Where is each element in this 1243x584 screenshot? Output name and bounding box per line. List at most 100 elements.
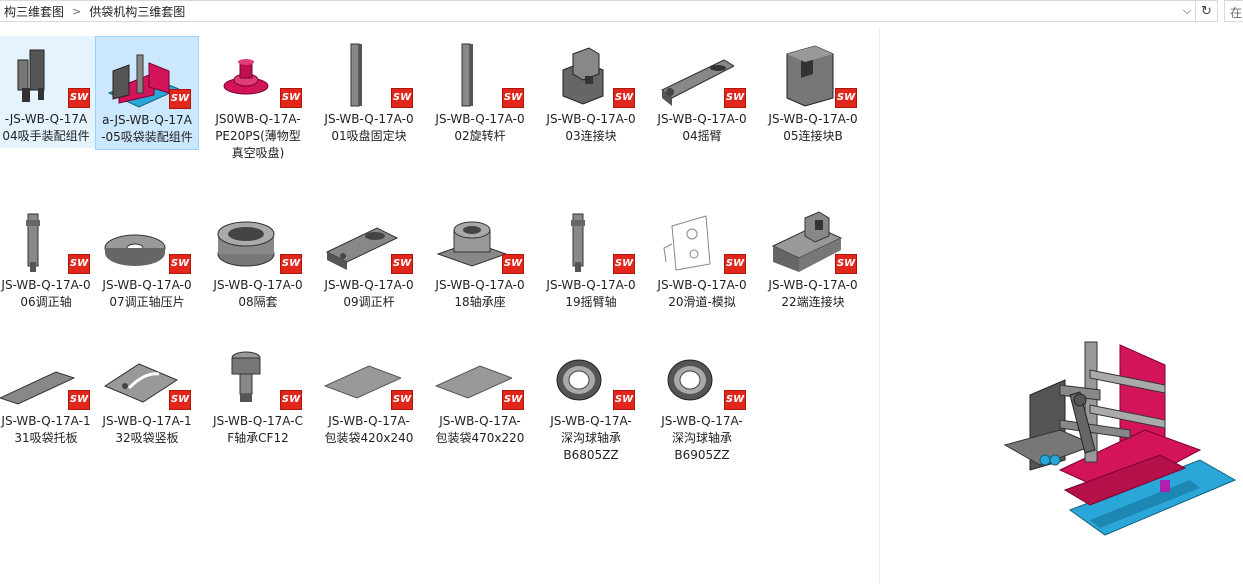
file-item[interactable]: SW JS-WB-Q-17A-0 08隔套 [206,202,310,314]
solidworks-badge-icon: SW [724,390,746,410]
solidworks-badge-icon: SW [68,390,90,410]
solidworks-badge-icon: SW [724,254,746,274]
file-name: JS-WB-Q-17A-0 03连接块 [546,112,636,143]
address-path[interactable]: 构三维套图 > 供袋机构三维套图 [0,0,1196,22]
file-thumbnail: SW [99,342,195,412]
file-thumbnail: SW [99,206,195,276]
file-name: JS-WB-Q-17A-0 19摇臂轴 [546,278,636,309]
block-b-icon [786,45,834,107]
file-item[interactable]: SW JS-WB-Q-17A-C F轴承CF12 [206,338,310,450]
solidworks-badge-icon: SW [169,254,191,274]
file-thumbnail: SW [321,40,417,110]
file-thumbnail: SW [543,342,639,412]
solidworks-badge-icon: SW [391,88,413,108]
file-thumbnail: SW [654,40,750,110]
solidworks-badge-icon: SW [68,88,90,108]
file-name: JS-WB-Q-17A-0 02旋转杆 [435,112,525,143]
file-thumbnail: SW [321,206,417,276]
file-thumbnail: SW [99,41,195,111]
plate-slot-icon [103,363,179,403]
file-name: JS-WB-Q-17A-0 18轴承座 [435,278,525,309]
bag-icon [323,365,401,399]
solidworks-badge-icon: SW [502,254,524,274]
file-thumbnail: SW [432,40,528,110]
rocker-arm-icon [661,59,734,106]
solidworks-badge-icon: SW [391,254,413,274]
suction-hand-assembly-icon [17,49,45,102]
file-item[interactable]: SW JS-WB-Q-17A- 深沟球轴承 B6905ZZ [650,338,754,467]
file-thumbnail: SW [321,342,417,412]
cam-follower-icon [231,351,261,402]
preview-divider [879,28,880,584]
file-name: JS-WB-Q-17A-0 08隔套 [213,278,303,309]
solidworks-badge-icon: SW [502,88,524,108]
refresh-icon[interactable]: ↻ [1196,0,1218,22]
file-name: JS0WB-Q-17A- PE20PS(薄物型 真空吸盘) [215,112,301,160]
file-thumbnail: SW [0,206,94,276]
breadcrumb-separator-icon[interactable]: > [72,4,82,18]
file-name: JS-WB-Q-17A-0 05连接块B [768,112,858,143]
file-name: JS-WB-Q-17A-0 06调正轴 [1,278,91,309]
solidworks-badge-icon: SW [280,390,302,410]
file-item[interactable]: SW JS-WB-Q-17A-0 05连接块B [761,36,865,148]
solidworks-badge-icon: SW [613,390,635,410]
file-name: JS-WB-Q-17A-0 22端连接块 [768,278,858,309]
file-item[interactable]: SW JS-WB-Q-17A- 包装袋420x240 [317,338,421,450]
file-name: JS-WB-Q-17A-0 07调正轴压片 [102,278,192,309]
file-thumbnail: SW [432,342,528,412]
assembly-preview-image [1003,341,1237,536]
bag-icon [434,365,512,399]
solidworks-badge-icon: SW [502,390,524,410]
file-name: JS-WB-Q-17A- 深沟球轴承 B6905ZZ [661,414,743,462]
address-bar: 构三维套图 > 供袋机构三维套图 ⌵ ↻ 在 [0,0,1243,22]
file-name: JS-WB-Q-17A-C F轴承CF12 [213,414,303,445]
breadcrumb-current[interactable]: 供袋机构三维套图 [89,4,186,19]
file-name: JS-WB-Q-17A-0 09调正杆 [324,278,414,309]
file-item[interactable]: SW JS-WB-Q-17A- 深沟球轴承 B6805ZZ [539,338,643,467]
file-thumbnail: SW [765,40,861,110]
file-item[interactable]: SW JS-WB-Q-17A-0 02旋转杆 [428,36,532,148]
file-item[interactable]: SW JS-WB-Q-17A-0 22端连接块 [761,202,865,314]
file-thumbnail: SW [654,342,750,412]
breadcrumb-parent[interactable]: 构三维套图 [4,4,65,19]
file-thumbnail: SW [0,40,94,110]
file-thumbnail: SW [432,206,528,276]
file-item[interactable]: SW JS-WB-Q-17A-0 18轴承座 [428,202,532,314]
spacer-icon [217,221,275,267]
block-icon [562,47,604,105]
chevron-down-icon[interactable]: ⌵ [1182,4,1192,17]
file-name: JS-WB-Q-17A-1 32吸袋竖板 [102,414,192,445]
file-name: JS-WB-Q-17A- 深沟球轴承 B6805ZZ [550,414,632,462]
file-name: JS-WB-Q-17A- 包装袋420x240 [324,414,414,445]
solidworks-badge-icon: SW [835,88,857,108]
file-name: a-JS-WB-Q-17A -05吸袋装配组件 [101,113,193,144]
file-thumbnail: SW [543,206,639,276]
file-item[interactable]: SW JS-WB-Q-17A-0 09调正杆 [317,202,421,314]
search-input[interactable]: 在 [1224,0,1243,22]
bag-suction-assembly-icon [107,54,179,108]
shaft-icon [571,213,585,272]
preview-pane [1000,320,1240,560]
file-thumbnail: SW [210,206,306,276]
solidworks-badge-icon: SW [835,254,857,274]
solidworks-badge-icon: SW [391,390,413,410]
solidworks-badge-icon: SW [280,254,302,274]
file-item[interactable]: SW-JS-WB-Q-17A 04吸手装配组件 [0,36,98,148]
file-thumbnail: SW [0,342,94,412]
shaft-icon [26,213,40,272]
file-item[interactable]: SW JS-WB-Q-17A-0 07调正轴压片 [95,202,199,314]
file-thumbnail: SW [210,40,306,110]
